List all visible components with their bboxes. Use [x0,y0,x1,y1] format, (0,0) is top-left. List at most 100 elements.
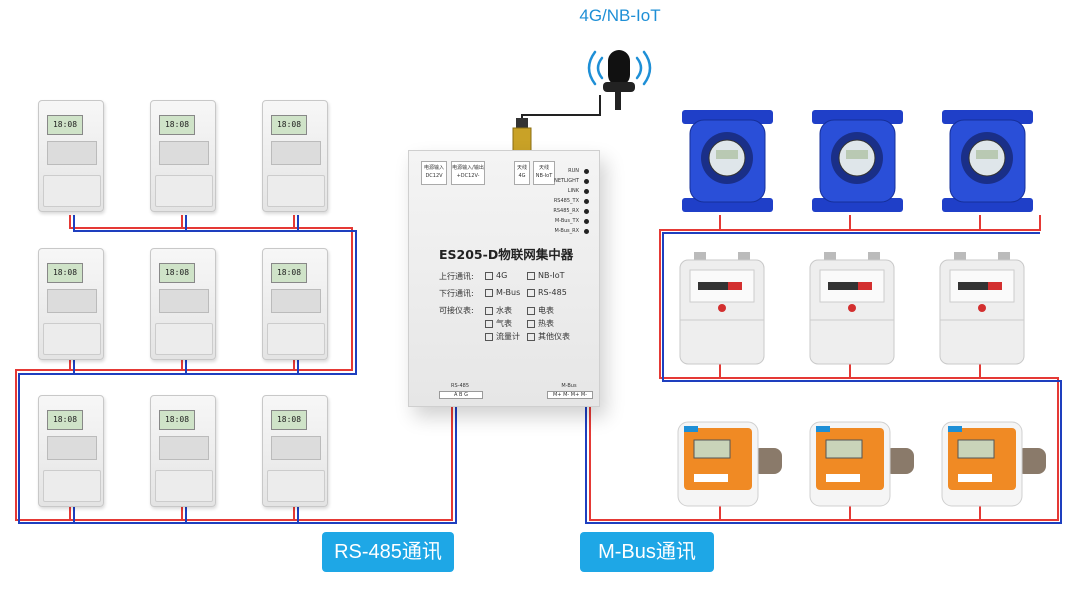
electricity-meter: 18:08 [38,100,104,212]
electricity-meter: 18:08 [150,100,216,212]
led-label: RS485_TX [553,198,579,204]
led-indicator [584,199,589,204]
uplink-label: 上行通讯: [439,272,474,281]
meter-electric: 电表 [527,305,554,316]
heat-meter-icon [809,421,914,507]
heat-meter [808,418,918,510]
meter-water: 水表 [485,305,512,316]
electricity-meter: 18:08 [150,395,216,507]
led-label: RS485_RX [553,208,579,214]
meter-label-plate [159,436,209,460]
option-label: 流量计 [496,332,520,341]
checkbox-icon [527,288,535,297]
rs485-wire-red [15,215,453,521]
terminal-cover [155,470,213,502]
meter-screen: 18:08 [159,263,195,283]
electricity-meter: 18:08 [38,248,104,360]
water-meter-icon [942,110,1033,212]
meter-label-plate [159,141,209,165]
terminal-cover [155,175,213,207]
terminal-cover [43,175,101,207]
checkbox-icon [527,306,535,315]
port-power-in: 电源输入 DC12V [421,161,447,185]
checkbox-icon [485,306,493,315]
concentrator-device: 电源输入 DC12V 电源输入/输出 +DC12V- 天线 4G 天线 NB-I… [408,150,600,407]
meter-screen: 18:08 [159,115,195,135]
led-label: M-Bus_RX [554,228,579,234]
led-indicator [584,229,589,234]
led-label: NETLIGHT [554,178,579,184]
uplink-4g: 4G [485,271,507,280]
gas-meter [678,250,766,366]
gas-meter [938,250,1026,366]
meter-label-plate [47,289,97,313]
terminal-cover [43,470,101,502]
electricity-meter: 18:08 [262,395,328,507]
heat-meter [676,418,786,510]
terminal-cover [155,323,213,355]
checkbox-icon [527,271,535,280]
meter-screen: 18:08 [271,410,307,430]
gas-meter [808,250,896,366]
meter-flow: 流量计 [485,331,520,342]
led-indicator [584,179,589,184]
gas-meter-icon [939,252,1025,365]
meter-label-plate [159,289,209,313]
device-title: ES205-D物联网集中器 [439,247,574,262]
meter-screen: 18:08 [159,410,195,430]
antenna [587,50,652,110]
port-label: 电源输入/输出 +DC12V- [452,165,484,179]
led-label: RUN [568,168,579,174]
led-indicator [584,189,589,194]
led-indicator [584,219,589,224]
heat-meter-icon [677,421,782,507]
meter-screen: 18:08 [271,115,307,135]
meter-label-plate [271,436,321,460]
option-label: 气表 [496,319,512,328]
meter-gas: 气表 [485,318,512,329]
meter-screen: 18:08 [47,410,83,430]
water-meter [680,106,775,216]
gas-meter-icon [679,252,765,365]
rs485-port-label: RS-485 [451,383,469,389]
checkbox-icon [485,332,493,341]
mbus-comm-label: M-Bus通讯 [580,532,714,572]
meter-screen: 18:08 [47,115,83,135]
terminal-cover [267,470,325,502]
terminal-cover [43,323,101,355]
downlink-mbus: M-Bus [485,288,520,297]
checkbox-icon [485,288,493,297]
option-label: 4G [496,271,508,280]
water-meter-icon [682,110,773,212]
mbus-wiring [585,215,1062,524]
electricity-meter: 18:08 [150,248,216,360]
meter-other: 其他仪表 [527,331,570,342]
meter-screen: 18:08 [47,263,83,283]
rs485-comm-label: RS-485通讯 [322,532,454,572]
port-label: 天线 4G [516,165,527,179]
port-label: 电源输入 DC12V [423,165,444,179]
option-label: 水表 [496,306,512,315]
option-label: 热表 [538,319,554,328]
downlink-label: 下行通讯: [439,289,474,298]
antenna-label: 4G/NB-IoT [579,6,661,25]
port-power-io: 电源输入/输出 +DC12V- [451,161,485,185]
electricity-meter: 18:08 [262,100,328,212]
uplink-nbiot: NB-IoT [527,271,565,280]
downlink-rs485: RS-485 [527,288,567,297]
water-meter-icon [812,110,903,212]
water-meter [810,106,905,216]
checkbox-icon [527,332,535,341]
terminal-cover [267,323,325,355]
meter-label-plate [47,436,97,460]
terminal-cover [267,175,325,207]
port-antenna-nbiot: 天线 NB-IoT [533,161,555,185]
signal-icon [587,50,652,86]
mbus-wire-red [589,215,1059,521]
checkbox-icon [485,319,493,328]
mbus-port-pins: M+ M- M+ M- [547,391,593,399]
meter-screen: 18:08 [271,263,307,283]
port-antenna-4g: 天线 4G [514,161,530,185]
mbus-port-label: M-Bus [561,383,577,389]
